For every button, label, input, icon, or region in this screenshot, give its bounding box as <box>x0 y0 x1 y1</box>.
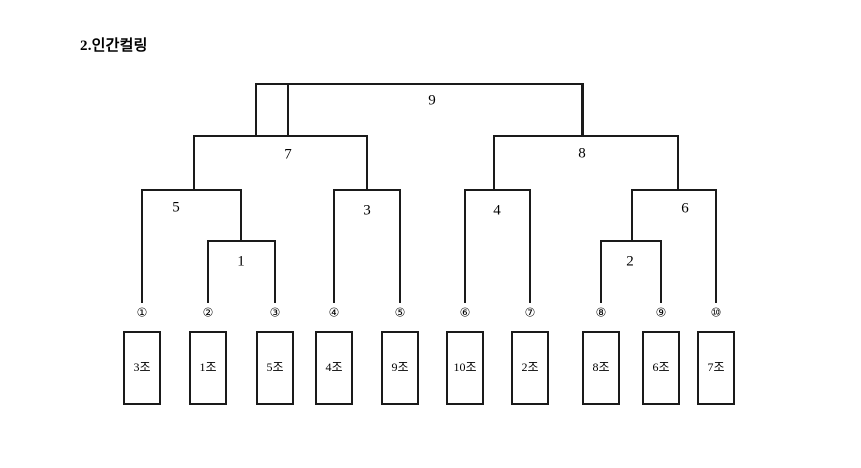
seed-label-4: ④ <box>329 306 340 320</box>
team-box-4[interactable] <box>315 331 353 405</box>
match-label-4: 4 <box>493 202 501 218</box>
match-number-labels: 1 5 3 7 4 2 6 8 9 <box>172 92 689 269</box>
match-label-7: 7 <box>284 146 292 162</box>
match-label-6: 6 <box>681 200 689 216</box>
match-label-1: 1 <box>237 253 245 269</box>
team-label-9: 6조 <box>652 360 669 374</box>
team-label-6: 10조 <box>453 360 476 374</box>
team-label-5: 9조 <box>391 360 408 374</box>
team-box-1[interactable] <box>123 331 161 405</box>
team-label-2: 1조 <box>199 360 216 374</box>
match-label-8: 8 <box>578 145 586 161</box>
team-label-3: 5조 <box>266 360 283 374</box>
match-label-5: 5 <box>172 199 180 215</box>
match-bracket-5 <box>141 189 242 289</box>
team-box-2[interactable] <box>189 331 227 405</box>
team-label-1: 3조 <box>133 360 150 374</box>
seed-label-6: ⑥ <box>460 306 471 320</box>
match-label-2: 2 <box>626 253 634 269</box>
team-label-7: 2조 <box>521 360 538 374</box>
match-label-3: 3 <box>363 202 371 218</box>
team-box-8[interactable] <box>582 331 620 405</box>
seed-label-7: ⑦ <box>525 306 536 320</box>
match-bracket-6 <box>631 189 717 289</box>
team-box-9[interactable] <box>642 331 680 405</box>
team-box-10[interactable] <box>697 331 735 405</box>
match-label-9: 9 <box>428 92 436 108</box>
seed-label-5: ⑤ <box>395 306 406 320</box>
seed-label-2: ② <box>203 306 214 320</box>
seed-label-10: ⑩ <box>711 306 722 320</box>
team-label-10: 7조 <box>707 360 724 374</box>
match-bracket-7 <box>193 135 368 190</box>
team-box-5[interactable] <box>381 331 419 405</box>
leaf-stem-lines <box>141 289 717 303</box>
page-title: 2.인간컬링 <box>80 38 148 54</box>
seed-label-1: ① <box>137 306 148 320</box>
match-bracket-4 <box>464 189 531 289</box>
team-label-8: 8조 <box>592 360 609 374</box>
team-box-7[interactable] <box>511 331 549 405</box>
match-bracket-9 <box>255 83 584 136</box>
seed-label-3: ③ <box>270 306 281 320</box>
seed-number-labels: ① ② ③ ④ ⑤ ⑥ ⑦ ⑧ ⑨ ⑩ <box>137 306 722 320</box>
team-box-6[interactable] <box>446 331 484 405</box>
match-bracket-2 <box>600 240 662 289</box>
match-connector-lines <box>141 83 717 289</box>
seed-label-8: ⑧ <box>596 306 607 320</box>
match-bracket-8 <box>493 135 679 190</box>
team-box-3[interactable] <box>256 331 294 405</box>
team-label-4: 4조 <box>325 360 342 374</box>
seed-label-9: ⑨ <box>656 306 667 320</box>
team-boxes: 3조 1조 5조 4조 9조 10조 2조 8조 6조 7조 <box>123 331 735 405</box>
